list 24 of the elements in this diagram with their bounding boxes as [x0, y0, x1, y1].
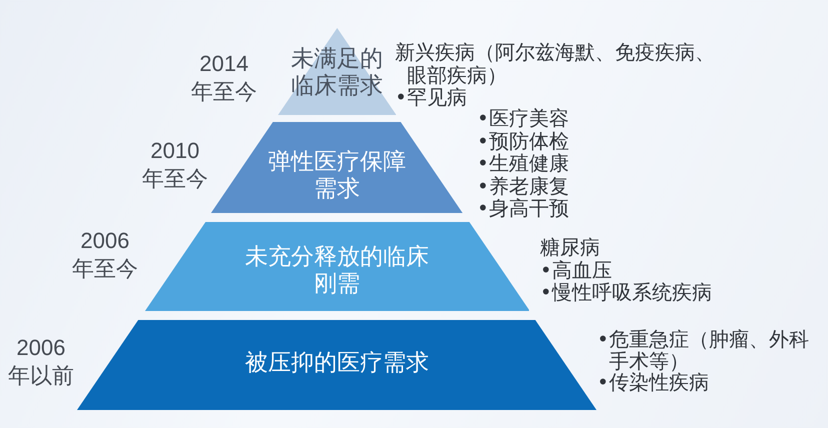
- pyramid-tier: [77, 320, 597, 410]
- list-item: •生殖健康: [477, 152, 570, 174]
- list-item: •危重急症（肿瘤、外科手术等）: [597, 329, 810, 372]
- list-item: •身高干预: [477, 197, 570, 220]
- list-item: •罕见病: [395, 86, 468, 108]
- list-item: •预防体检: [477, 130, 570, 152]
- year-label: 2006 年以前: [6, 334, 75, 390]
- year-label: 2010 年至今: [140, 137, 209, 193]
- tier-label: 未满足的临床需求: [290, 46, 384, 100]
- pyramid-tier: [211, 122, 463, 213]
- year-label: 2014 年至今: [190, 50, 258, 106]
- tier-label: 弹性医疗保障需求: [266, 149, 407, 203]
- list-item: •慢性呼吸系统疾病: [540, 281, 713, 304]
- list-item: •医疗美容: [477, 107, 570, 130]
- year-label: 2006 年至今: [70, 227, 139, 283]
- list-item: •养老康复: [477, 174, 570, 197]
- list-item: •高血压: [540, 258, 613, 281]
- pyramid-tier: [144, 222, 530, 311]
- list-item: 新兴疾病（阿尔兹海默、免疫疾病、眼部疾病）: [395, 41, 716, 86]
- tier-label: 未充分释放的临床刚需: [244, 244, 430, 298]
- pyramid-tier: [278, 28, 396, 115]
- list-item: •传染性疾病: [597, 372, 710, 394]
- tier-label: 被压抑的医疗需求: [244, 350, 430, 376]
- list-item: 糖尿病: [540, 236, 601, 258]
